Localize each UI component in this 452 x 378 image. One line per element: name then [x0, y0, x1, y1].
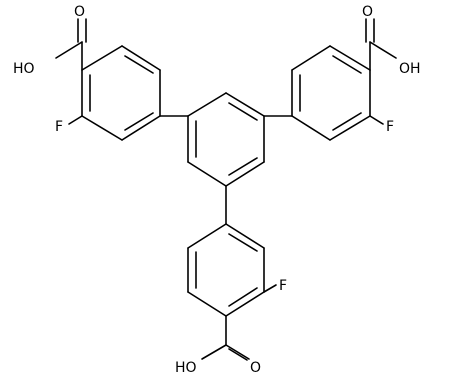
bond — [228, 157, 258, 176]
hydroxyl-label: HO — [13, 61, 35, 77]
bond — [332, 112, 362, 131]
oxygen-label: O — [250, 360, 261, 376]
bond — [225, 92, 265, 117]
hydroxyl-label: HO — [175, 360, 197, 376]
bond — [228, 102, 258, 121]
bond — [332, 55, 362, 74]
bond — [225, 161, 265, 187]
bond — [187, 161, 227, 187]
bond — [68, 115, 83, 125]
bond — [187, 92, 227, 117]
bond — [201, 344, 227, 360]
bond — [121, 45, 161, 71]
bond — [228, 233, 258, 252]
bond — [121, 115, 161, 141]
bond — [329, 45, 371, 71]
bond — [329, 115, 371, 141]
bond — [291, 115, 331, 141]
oxygen-label: O — [74, 4, 85, 20]
bond — [291, 45, 331, 71]
bond — [263, 284, 277, 293]
bond — [228, 287, 258, 307]
hydroxyl-label: OH — [399, 61, 421, 77]
oxygen-label: O — [362, 4, 373, 20]
atom-labels: HO O F OH O F HO O F — [13, 4, 421, 376]
bond — [369, 115, 384, 125]
fluorine-label: F — [386, 119, 394, 135]
bond-lines — [55, 18, 397, 361]
bond — [55, 41, 83, 59]
bond — [225, 291, 265, 317]
bond — [187, 223, 227, 249]
bond — [225, 344, 250, 360]
bond — [81, 45, 123, 71]
bond — [228, 348, 248, 361]
bond — [369, 41, 397, 59]
fluorine-label: F — [279, 278, 287, 294]
bond — [124, 112, 154, 131]
bond — [225, 223, 265, 249]
fluorine-label: F — [55, 119, 63, 135]
bond — [124, 55, 154, 74]
bond — [187, 291, 227, 317]
bond — [81, 115, 123, 141]
